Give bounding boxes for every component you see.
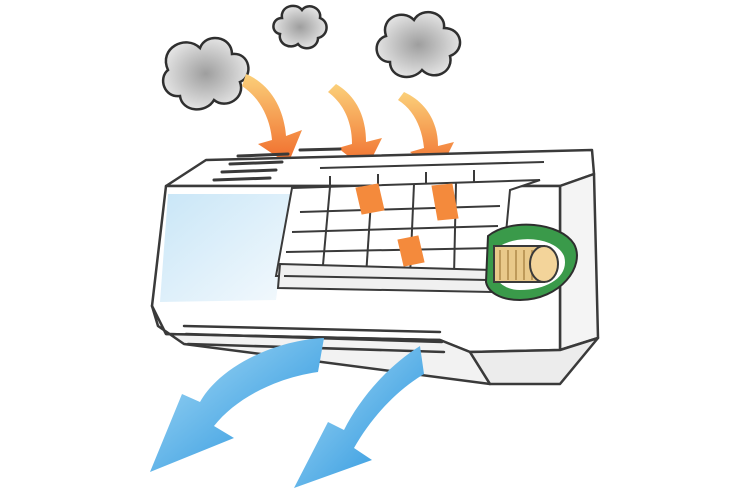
filter-debris-icon <box>355 183 459 267</box>
warm-air-arrow-icon <box>242 74 302 164</box>
fan-cylinder-icon <box>484 223 578 302</box>
dust-cloud-icon <box>375 10 462 79</box>
front-panel <box>160 194 290 302</box>
top-vent-slots <box>212 147 342 182</box>
warm-air-arrow-icon <box>328 84 382 170</box>
inner-rail <box>276 262 493 294</box>
dust-cloud-icon <box>161 36 250 111</box>
cool-air-arrow-icon <box>294 346 424 488</box>
dust-cloud-icon <box>272 4 328 50</box>
cool-air-arrow-icon <box>150 338 324 472</box>
